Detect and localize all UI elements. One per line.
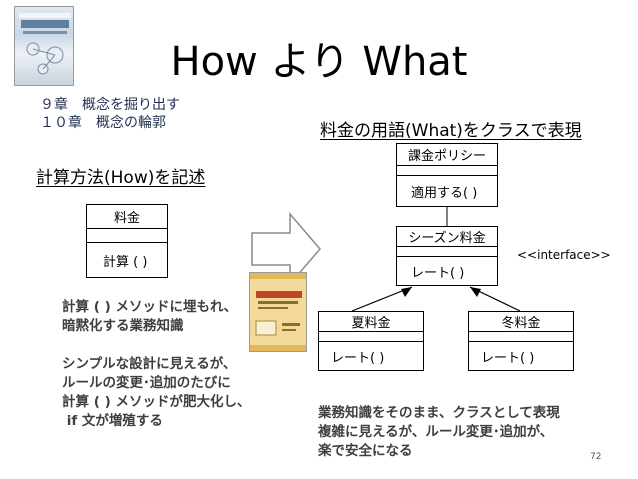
class-winter-fee: 冬料金 レート( ) <box>468 311 574 371</box>
realization-arrowhead-icon <box>401 287 412 297</box>
attribute-compartment <box>397 166 497 176</box>
note-line: 計算 ( ) メソッドに埋もれ、 <box>62 299 238 315</box>
interface-stereotype: <<interface>> <box>517 248 611 262</box>
class-fee: 料金 計算 ( ) <box>86 204 168 278</box>
note-line: 楽で安全になる <box>318 443 413 459</box>
class-operation: レート( ) <box>331 350 385 366</box>
class-operation: 適用する( ) <box>411 185 478 201</box>
class-name: 料金 <box>87 205 167 229</box>
chapter-item: ９章 概念を掘り出す <box>40 97 180 113</box>
attribute-compartment <box>469 332 573 342</box>
note-line: if 文が増殖する <box>62 413 163 429</box>
left-note: 計算 ( ) メソッドに埋もれ、 暗黙化する業務知識 シンプルな設計に見えるが、… <box>62 298 250 431</box>
right-subtitle: 料金の用語(What)をクラスで表現 <box>320 121 582 141</box>
note-line: 暗黙化する業務知識 <box>62 318 184 334</box>
book-cover-domain-driven-design <box>14 6 74 86</box>
right-note: 業務知識をそのまま、クラスとして表現 複雑に見えるが、ルール変更･追加が、 楽で… <box>318 404 560 461</box>
note-line: 計算 ( ) メソッドが肥大化し、 <box>62 394 251 410</box>
chapter-item: １０章 概念の輪郭 <box>40 115 166 131</box>
note-line: シンプルな設計に見えるが、 <box>62 356 237 372</box>
class-operation: レート( ) <box>481 350 535 366</box>
class-charge-policy: 課金ポリシー 適用する( ) <box>396 143 498 207</box>
note-line: 業務知識をそのまま、クラスとして表現 <box>318 405 560 421</box>
note-line: ルールの変更･追加のたびに <box>62 375 231 391</box>
class-name: 冬料金 <box>469 312 573 332</box>
realization-arrowhead-icon <box>470 287 481 297</box>
class-name: 課金ポリシー <box>397 144 497 166</box>
class-season-fee: シーズン料金 レート( ) <box>396 226 498 286</box>
left-subtitle: 計算方法(How)を記述 <box>36 168 206 188</box>
page-title: How より What <box>170 39 468 85</box>
note-line: 複雑に見えるが、ルール変更･追加が、 <box>318 424 554 440</box>
class-name: 夏料金 <box>319 312 423 332</box>
attribute-compartment <box>87 229 167 243</box>
attribute-compartment <box>319 332 423 342</box>
page-number: 72 <box>590 452 602 462</box>
class-name: シーズン料金 <box>397 227 497 247</box>
class-operation: 計算 ( ) <box>103 254 148 270</box>
transform-arrow-icon <box>251 212 321 286</box>
chapter-list: ９章 概念を掘り出す １０章 概念の輪郭 <box>40 96 180 132</box>
class-summer-fee: 夏料金 レート( ) <box>318 311 424 371</box>
book-cover-refactoring <box>249 272 307 352</box>
attribute-compartment <box>397 247 497 257</box>
class-operation: レート( ) <box>411 265 465 281</box>
